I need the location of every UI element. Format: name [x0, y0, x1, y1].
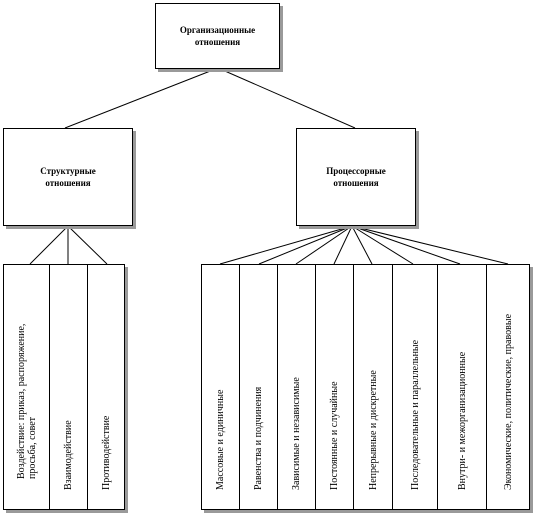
process-item-2-label: Зависимые и независимые — [291, 377, 302, 490]
structural-item-counteraction-label: Противодействие — [100, 415, 112, 490]
process-item-3: Постоянные и случайные — [315, 264, 354, 510]
process-item-7: Экономические, политические, правовые — [486, 264, 530, 510]
process-item-0: Массовые и единичные — [201, 264, 240, 510]
root-label-line2: отношения — [194, 37, 241, 47]
process-item-1-label: Равенства и подчинения — [253, 386, 264, 490]
process-item-4-label: Непрерывные и дискретные — [367, 370, 379, 490]
structural-item-influence-line2: просьба, совет — [26, 416, 38, 479]
structural-label-line1: Структурные — [40, 166, 96, 176]
process-item-6-label: Внутри- и межорганизационные — [456, 351, 468, 490]
root-node: Организационные отношения — [155, 3, 280, 69]
process-item-0-label: Массовые и единичные — [215, 389, 226, 490]
process-item-3-label: Постоянные и случайные — [329, 381, 340, 490]
process-label-line2: отношения — [333, 178, 379, 188]
process-relations-node: Процессорные отношения — [296, 128, 416, 226]
process-item-1: Равенства и подчинения — [239, 264, 278, 510]
structural-item-interaction: Взаимодействие — [49, 264, 88, 510]
structural-item-influence-line1: Воздействие: приказ, распоряжение, — [15, 323, 27, 479]
root-label-line1: Организационные — [179, 25, 256, 35]
process-item-6: Внутри- и межорганизационные — [437, 264, 487, 510]
process-item-5-label: Последовательные и параллельные — [409, 339, 421, 490]
process-item-2: Зависимые и независимые — [277, 264, 316, 510]
structural-label-line2: отношения — [45, 178, 91, 188]
structural-item-influence: Воздействие: приказ, распоряжение, прось… — [3, 264, 50, 510]
process-item-5: Последовательные и параллельные — [392, 264, 438, 510]
structural-item-counteraction: Противодействие — [87, 264, 125, 510]
structural-item-interaction-label: Взаимодействие — [63, 420, 74, 490]
process-item-4: Непрерывные и дискретные — [353, 264, 393, 510]
process-item-7-label: Экономические, политические, правовые — [502, 313, 514, 490]
process-label-line1: Процессорные — [326, 166, 386, 176]
structural-relations-node: Структурные отношения — [3, 128, 133, 226]
